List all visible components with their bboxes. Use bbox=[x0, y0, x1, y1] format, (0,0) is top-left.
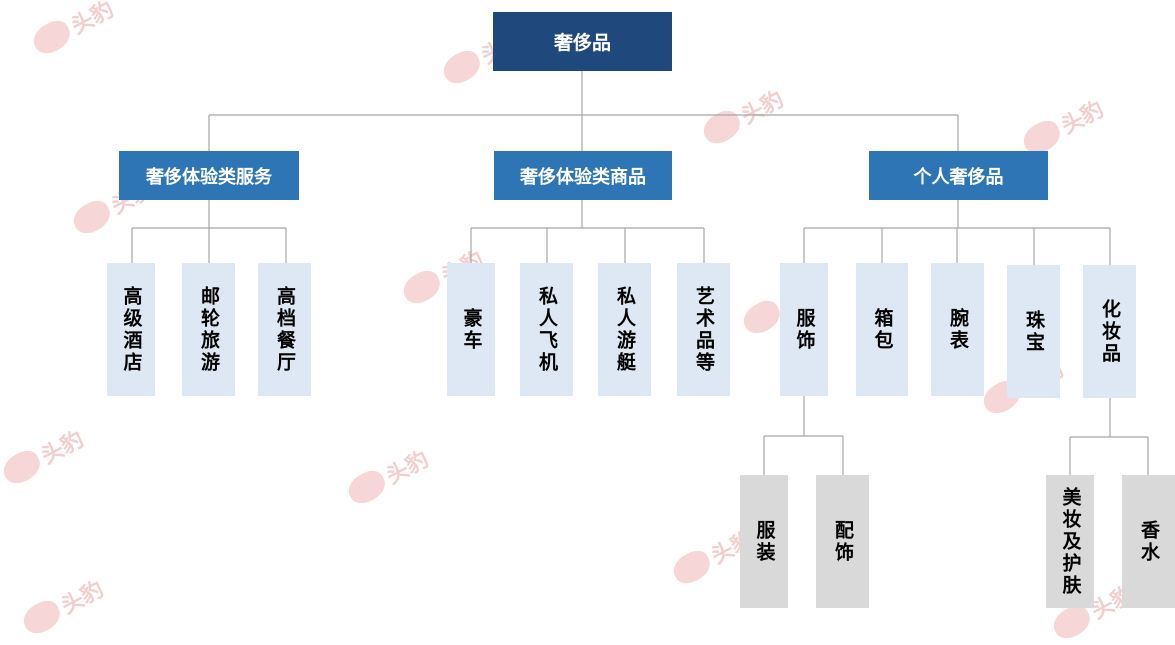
leaf-node: 珠宝 bbox=[1007, 265, 1060, 398]
leaf-label: 豪车 bbox=[460, 307, 483, 352]
leaf-label: 高档餐厅 bbox=[274, 285, 296, 374]
leaf-node: 高级酒店 bbox=[107, 263, 155, 396]
leaf-label: 邮轮旅游 bbox=[198, 285, 220, 374]
subleaf-label: 配饰 bbox=[832, 519, 854, 564]
category-label: 奢侈体验类商品 bbox=[520, 166, 646, 188]
subleaf-node: 配饰 bbox=[816, 475, 869, 608]
leaf-label: 艺术品等 bbox=[693, 285, 715, 374]
leaf-node: 私人游艇 bbox=[598, 263, 651, 396]
leaf-node: 豪车 bbox=[447, 263, 495, 396]
leaf-label: 私人游艇 bbox=[614, 285, 636, 374]
category-label: 个人奢侈品 bbox=[913, 166, 1004, 188]
subleaf-node: 美妆及护肤 bbox=[1046, 475, 1094, 608]
leaf-node: 艺术品等 bbox=[677, 263, 730, 396]
category-label: 奢侈体验类服务 bbox=[146, 166, 272, 188]
leaf-node: 私人飞机 bbox=[520, 263, 573, 396]
category-node-services: 奢侈体验类服务 bbox=[119, 151, 299, 200]
leaf-node: 箱包 bbox=[856, 263, 908, 396]
category-node-personal: 个人奢侈品 bbox=[869, 151, 1048, 200]
leaf-label: 箱包 bbox=[871, 307, 894, 352]
leaf-node: 化妆品 bbox=[1083, 265, 1136, 398]
root-node: 奢侈品 bbox=[493, 12, 672, 71]
leaf-label: 化妆品 bbox=[1099, 298, 1121, 365]
leaf-node: 服饰 bbox=[780, 263, 828, 396]
leaf-node: 高档餐厅 bbox=[258, 263, 311, 396]
category-node-goods: 奢侈体验类商品 bbox=[494, 151, 672, 200]
leaf-label: 珠宝 bbox=[1023, 309, 1045, 354]
root-label: 奢侈品 bbox=[553, 32, 611, 54]
leaf-label: 服饰 bbox=[793, 307, 816, 352]
leaf-label: 高级酒店 bbox=[120, 285, 143, 374]
leaf-node: 邮轮旅游 bbox=[182, 263, 235, 396]
subleaf-label: 服装 bbox=[753, 519, 776, 564]
subleaf-label: 香水 bbox=[1138, 519, 1160, 564]
subleaf-label: 美妆及护肤 bbox=[1059, 486, 1082, 597]
leaf-node: 腕表 bbox=[931, 263, 984, 396]
leaf-label: 私人飞机 bbox=[536, 285, 558, 374]
subleaf-node: 香水 bbox=[1122, 475, 1175, 608]
subleaf-node: 服装 bbox=[740, 475, 788, 608]
leaf-label: 腕表 bbox=[947, 307, 969, 352]
